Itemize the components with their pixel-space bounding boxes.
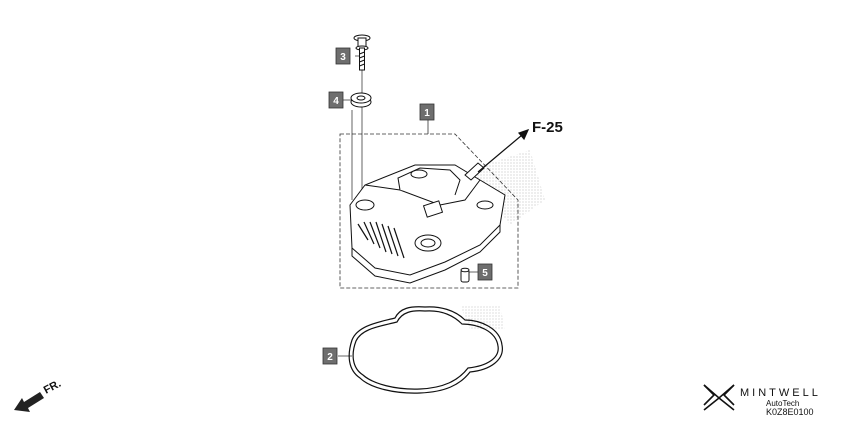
brand-sub: AutoTech <box>766 399 799 408</box>
washer-part <box>350 92 372 108</box>
callout-label: 1 <box>424 108 430 119</box>
stipple-shading <box>460 150 545 330</box>
fr-arrow-icon <box>14 392 44 412</box>
dowel-pin-part <box>460 267 470 283</box>
reference-arrow <box>477 129 530 173</box>
callout-3: 3 <box>335 47 351 65</box>
brand-name: MINTWELL <box>740 387 821 399</box>
callout-4: 4 <box>328 91 344 109</box>
leader-lines <box>338 55 478 357</box>
callout-2: 2 <box>322 347 338 365</box>
callout-label: 4 <box>333 96 339 107</box>
callout-label: 2 <box>327 352 333 363</box>
callout-1: 1 <box>419 103 435 121</box>
brand-code: K0Z8E0100 <box>766 407 814 417</box>
callout-5: 5 <box>477 263 493 281</box>
mintwell-logo-icon <box>703 384 735 411</box>
reference-label: F-25 <box>532 119 563 136</box>
gasket-part <box>348 306 503 394</box>
callout-label: 3 <box>340 52 346 63</box>
assembly-outline <box>339 120 519 289</box>
bolt-part <box>353 34 371 71</box>
cover-fins <box>357 221 405 259</box>
head-cover-part <box>349 162 506 284</box>
callout-label: 5 <box>482 268 488 279</box>
fr-label: FR. <box>42 378 63 397</box>
